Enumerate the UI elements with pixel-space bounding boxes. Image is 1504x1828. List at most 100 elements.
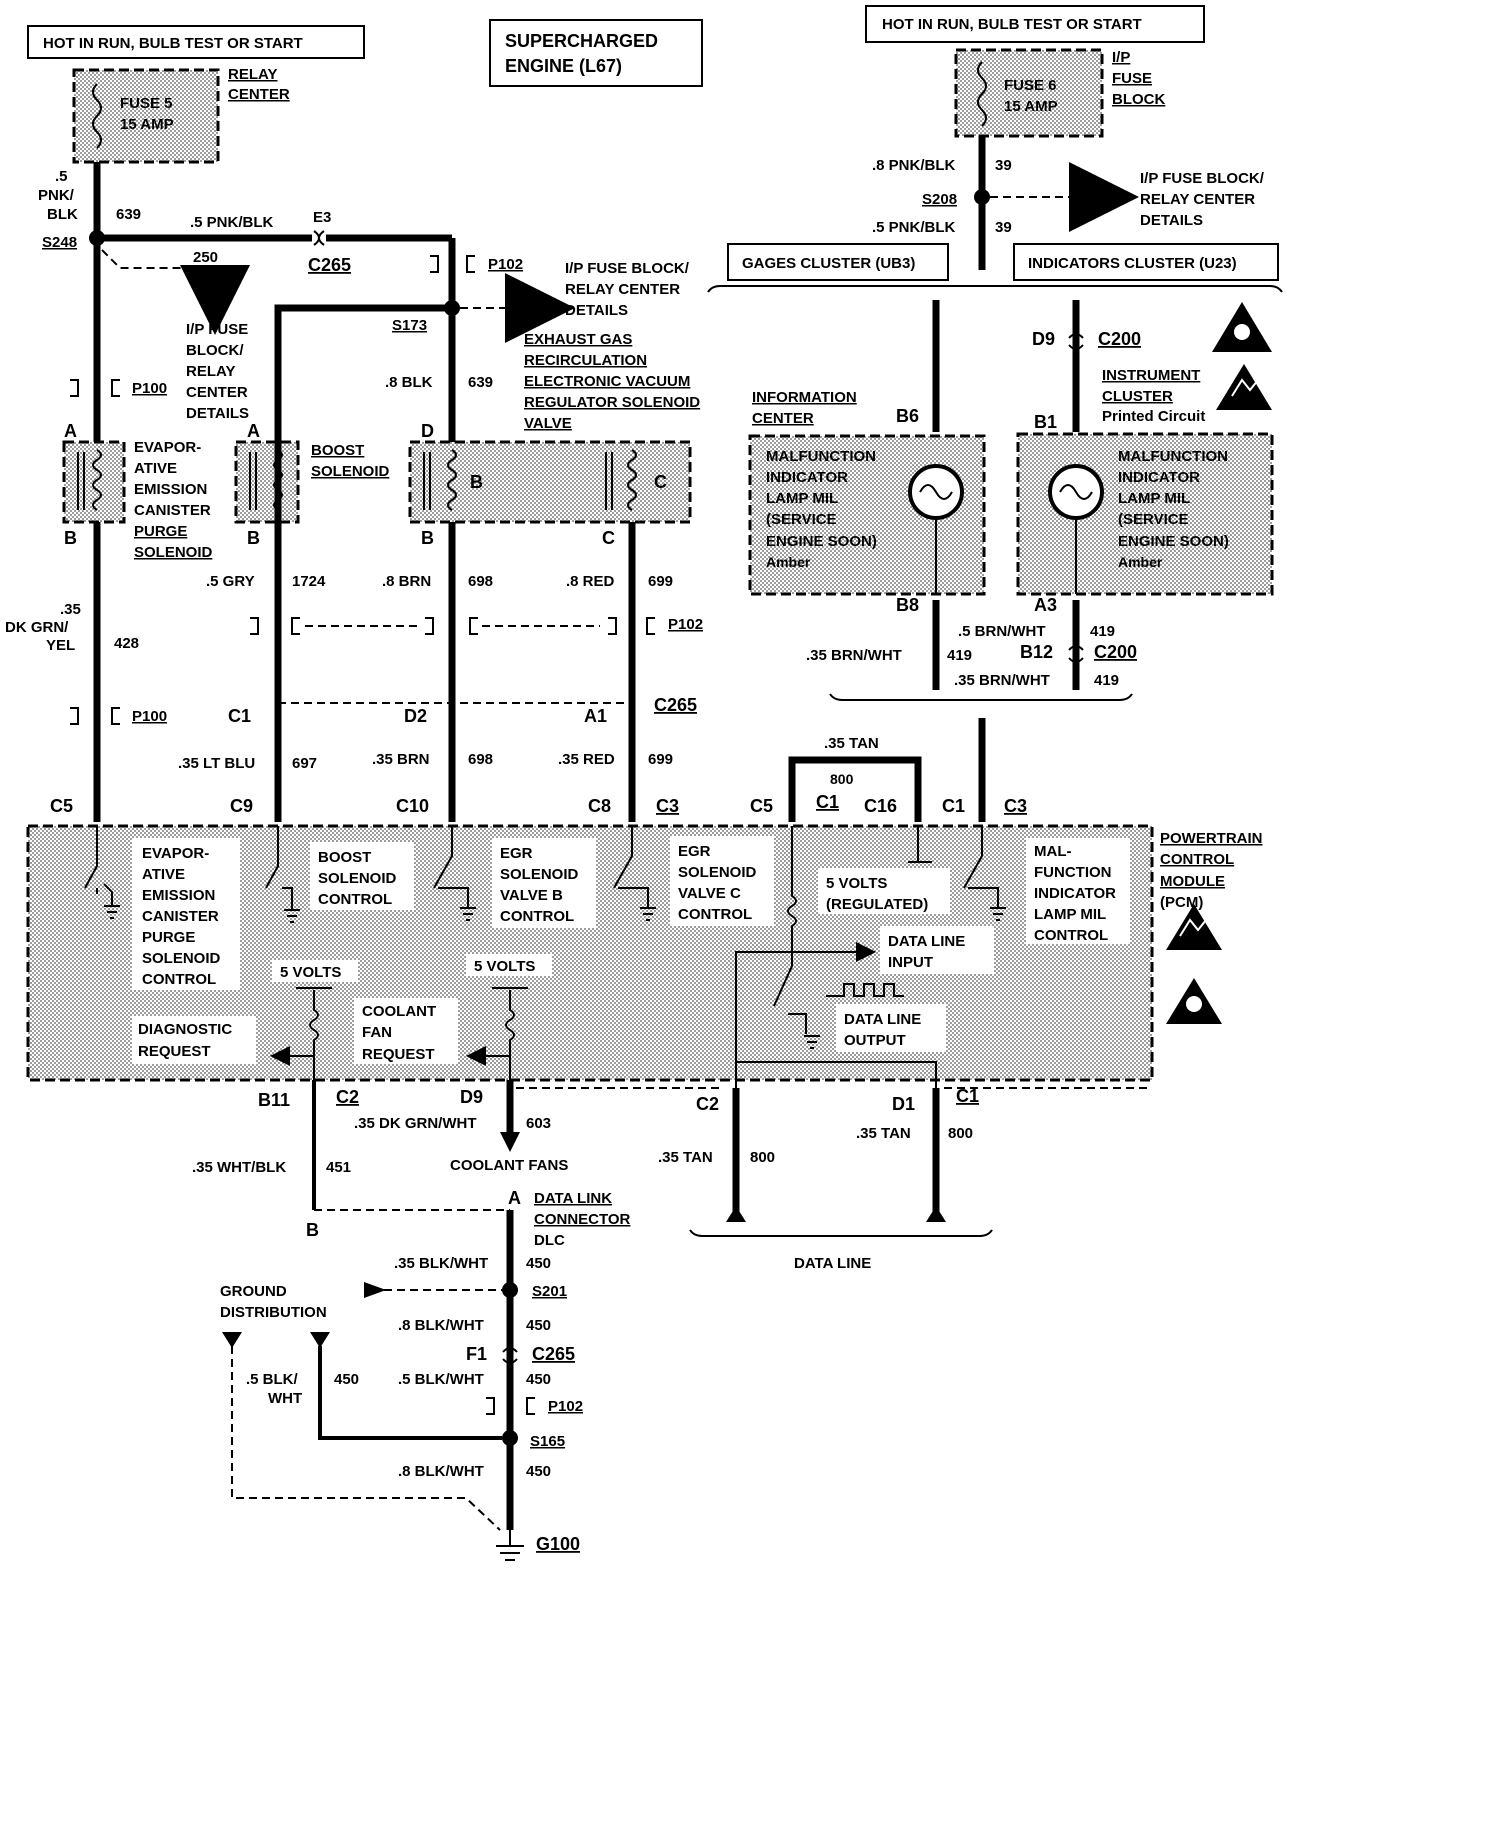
svg-text:C200: C200 — [1094, 642, 1137, 662]
data-pulse-icon — [826, 983, 904, 997]
fuse5-symbol — [92, 83, 102, 149]
svg-text:I/P: I/P — [1112, 49, 1130, 66]
svg-text:CANISTER: CANISTER — [142, 908, 219, 925]
svg-text:.35 TAN: .35 TAN — [658, 1149, 713, 1166]
svg-text:.35 TAN: .35 TAN — [824, 735, 879, 752]
svg-text:SOLENOID: SOLENOID — [142, 950, 221, 967]
svg-text:LAMP MIL: LAMP MIL — [1034, 906, 1106, 923]
svg-text:419: 419 — [1094, 672, 1119, 689]
svg-text:FUSE 5: FUSE 5 — [120, 95, 173, 112]
svg-text:800: 800 — [830, 771, 854, 787]
svg-text:419: 419 — [1090, 623, 1115, 640]
svg-text:603: 603 — [526, 1115, 551, 1132]
svg-text:INSTRUMENT: INSTRUMENT — [1102, 367, 1200, 384]
svg-text:P100: P100 — [132, 708, 167, 725]
relay-center-fuse5: FUSE 5 15 AMP RELAY CENTER — [72, 66, 290, 164]
splice-label: S248 — [42, 234, 77, 251]
svg-text:15 AMP: 15 AMP — [120, 116, 174, 133]
svg-text:DATA LINE: DATA LINE — [794, 1255, 871, 1272]
svg-text:CLUSTER: CLUSTER — [1102, 388, 1173, 405]
svg-text:CENTER: CENTER — [186, 384, 248, 401]
svg-text:DIAGNOSTIC: DIAGNOSTIC — [138, 1021, 232, 1038]
svg-text:CENTER: CENTER — [752, 410, 814, 427]
title-line2: ENGINE (L67) — [505, 56, 622, 76]
svg-text:B11: B11 — [258, 1090, 290, 1110]
svg-text:C200: C200 — [1098, 329, 1141, 349]
p100-marker — [70, 379, 79, 397]
svg-text:GAGES CLUSTER (UB3): GAGES CLUSTER (UB3) — [742, 255, 915, 272]
svg-text:REQUEST: REQUEST — [138, 1043, 211, 1060]
svg-text:MODULE: MODULE — [1160, 873, 1225, 890]
svg-text:Amber: Amber — [766, 554, 811, 570]
svg-text:450: 450 — [334, 1371, 359, 1388]
svg-text:5 VOLTS: 5 VOLTS — [826, 875, 887, 892]
svg-text:INDICATOR: INDICATOR — [1034, 885, 1116, 902]
svg-text:DLC: DLC — [534, 1232, 565, 1249]
svg-text:FUSE: FUSE — [1112, 70, 1152, 87]
svg-text:HOT IN RUN, BULB TEST OR START: HOT IN RUN, BULB TEST OR START — [882, 16, 1142, 33]
circuit-number: 250 — [193, 249, 218, 266]
svg-text:INDICATOR: INDICATOR — [766, 469, 848, 486]
svg-text:C10: C10 — [396, 796, 429, 816]
svg-text:B6: B6 — [896, 406, 919, 426]
svg-text:5 VOLTS: 5 VOLTS — [280, 964, 341, 981]
svg-text:COOLANT FANS: COOLANT FANS — [450, 1157, 568, 1174]
pcm-pin-labels: C5 C9 C10 C8 C3 C5 C1 C16 C1 C3 — [50, 792, 1027, 816]
svg-text:B: B — [421, 528, 434, 548]
svg-text:C1: C1 — [816, 792, 839, 812]
svg-text:EVAPOR-: EVAPOR- — [142, 845, 209, 862]
svg-text:C: C — [602, 528, 615, 548]
svg-text:C1: C1 — [956, 1086, 979, 1106]
svg-text:A: A — [247, 421, 260, 441]
svg-text:COOLANT: COOLANT — [362, 1003, 436, 1020]
svg-text:I/P FUSE BLOCK/: I/P FUSE BLOCK/ — [1140, 170, 1265, 187]
svg-text:699: 699 — [648, 751, 673, 768]
instrument-cluster-printed-circuit: MALFUNCTION INDICATOR LAMP MIL (SERVICE … — [1016, 432, 1274, 596]
svg-text:CENTER: CENTER — [228, 86, 290, 103]
svg-text:INDICATOR: INDICATOR — [1118, 469, 1200, 486]
information-center: MALFUNCTION INDICATOR LAMP MIL (SERVICE … — [748, 434, 986, 596]
splice-s201 — [502, 1282, 518, 1298]
svg-text:EXHAUST GAS: EXHAUST GAS — [524, 331, 632, 348]
ground-tap-icon — [222, 1332, 242, 1348]
svg-text:.35 BRN/WHT: .35 BRN/WHT — [806, 647, 902, 664]
svg-text:C2: C2 — [336, 1087, 359, 1107]
title-box: SUPERCHARGED ENGINE (L67) — [489, 19, 703, 87]
svg-text:BOOST: BOOST — [318, 849, 371, 866]
svg-text:OUTPUT: OUTPUT — [844, 1032, 906, 1049]
svg-text:.35 RED: .35 RED — [558, 751, 615, 768]
pcm-label-diagnostic: DIAGNOSTIC REQUEST — [132, 1016, 256, 1064]
svg-text:B12: B12 — [1020, 642, 1053, 662]
svg-text:.35 BRN: .35 BRN — [372, 751, 430, 768]
svg-text:ELECTRONIC VACUUM: ELECTRONIC VACUUM — [524, 373, 690, 390]
bottom-labels: B11 C2 D9 C2 D1 C1 .35 DK GRN/WHT 603 CO… — [192, 1086, 979, 1272]
svg-text:C8: C8 — [588, 796, 611, 816]
svg-text:RECIRCULATION: RECIRCULATION — [524, 352, 647, 369]
wire-label: BLK — [47, 206, 78, 223]
pcm-label-data-input: DATA LINE INPUT — [880, 926, 994, 974]
svg-text:15 AMP: 15 AMP — [1004, 98, 1058, 115]
svg-text:C3: C3 — [656, 796, 679, 816]
ground-tap-icon — [310, 1332, 330, 1348]
pcm-label-mil-control: MAL- FUNCTION INDICATOR LAMP MIL CONTROL — [1026, 838, 1130, 944]
svg-text:C2: C2 — [696, 1094, 719, 1114]
p102-marker — [430, 255, 439, 273]
svg-text:INFORMATION: INFORMATION — [752, 389, 857, 406]
pcm-label-data-output: DATA LINE OUTPUT — [836, 1004, 946, 1052]
circuit-number: 639 — [116, 206, 141, 223]
svg-text:.35 WHT/BLK: .35 WHT/BLK — [192, 1159, 286, 1176]
svg-text:BLOCK: BLOCK — [1112, 91, 1165, 108]
svg-text:FUSE 6: FUSE 6 — [1004, 77, 1057, 94]
svg-text:450: 450 — [526, 1371, 551, 1388]
svg-text:DETAILS: DETAILS — [186, 405, 249, 422]
pcm-label-coolant-fan: COOLANT FAN REQUEST — [354, 998, 458, 1064]
svg-text:.35: .35 — [60, 601, 81, 618]
svg-text:DETAILS: DETAILS — [1140, 212, 1203, 229]
option-bracket — [707, 285, 1283, 293]
svg-text:MALFUNCTION: MALFUNCTION — [1118, 448, 1228, 465]
svg-text:CONTROL: CONTROL — [678, 906, 752, 923]
pcm-label-regulated: 5 VOLTS (REGULATED) — [818, 868, 950, 914]
svg-text:LAMP MIL: LAMP MIL — [1118, 490, 1190, 507]
svg-text:ATIVE: ATIVE — [134, 460, 177, 477]
svg-text:EGR: EGR — [678, 843, 711, 860]
